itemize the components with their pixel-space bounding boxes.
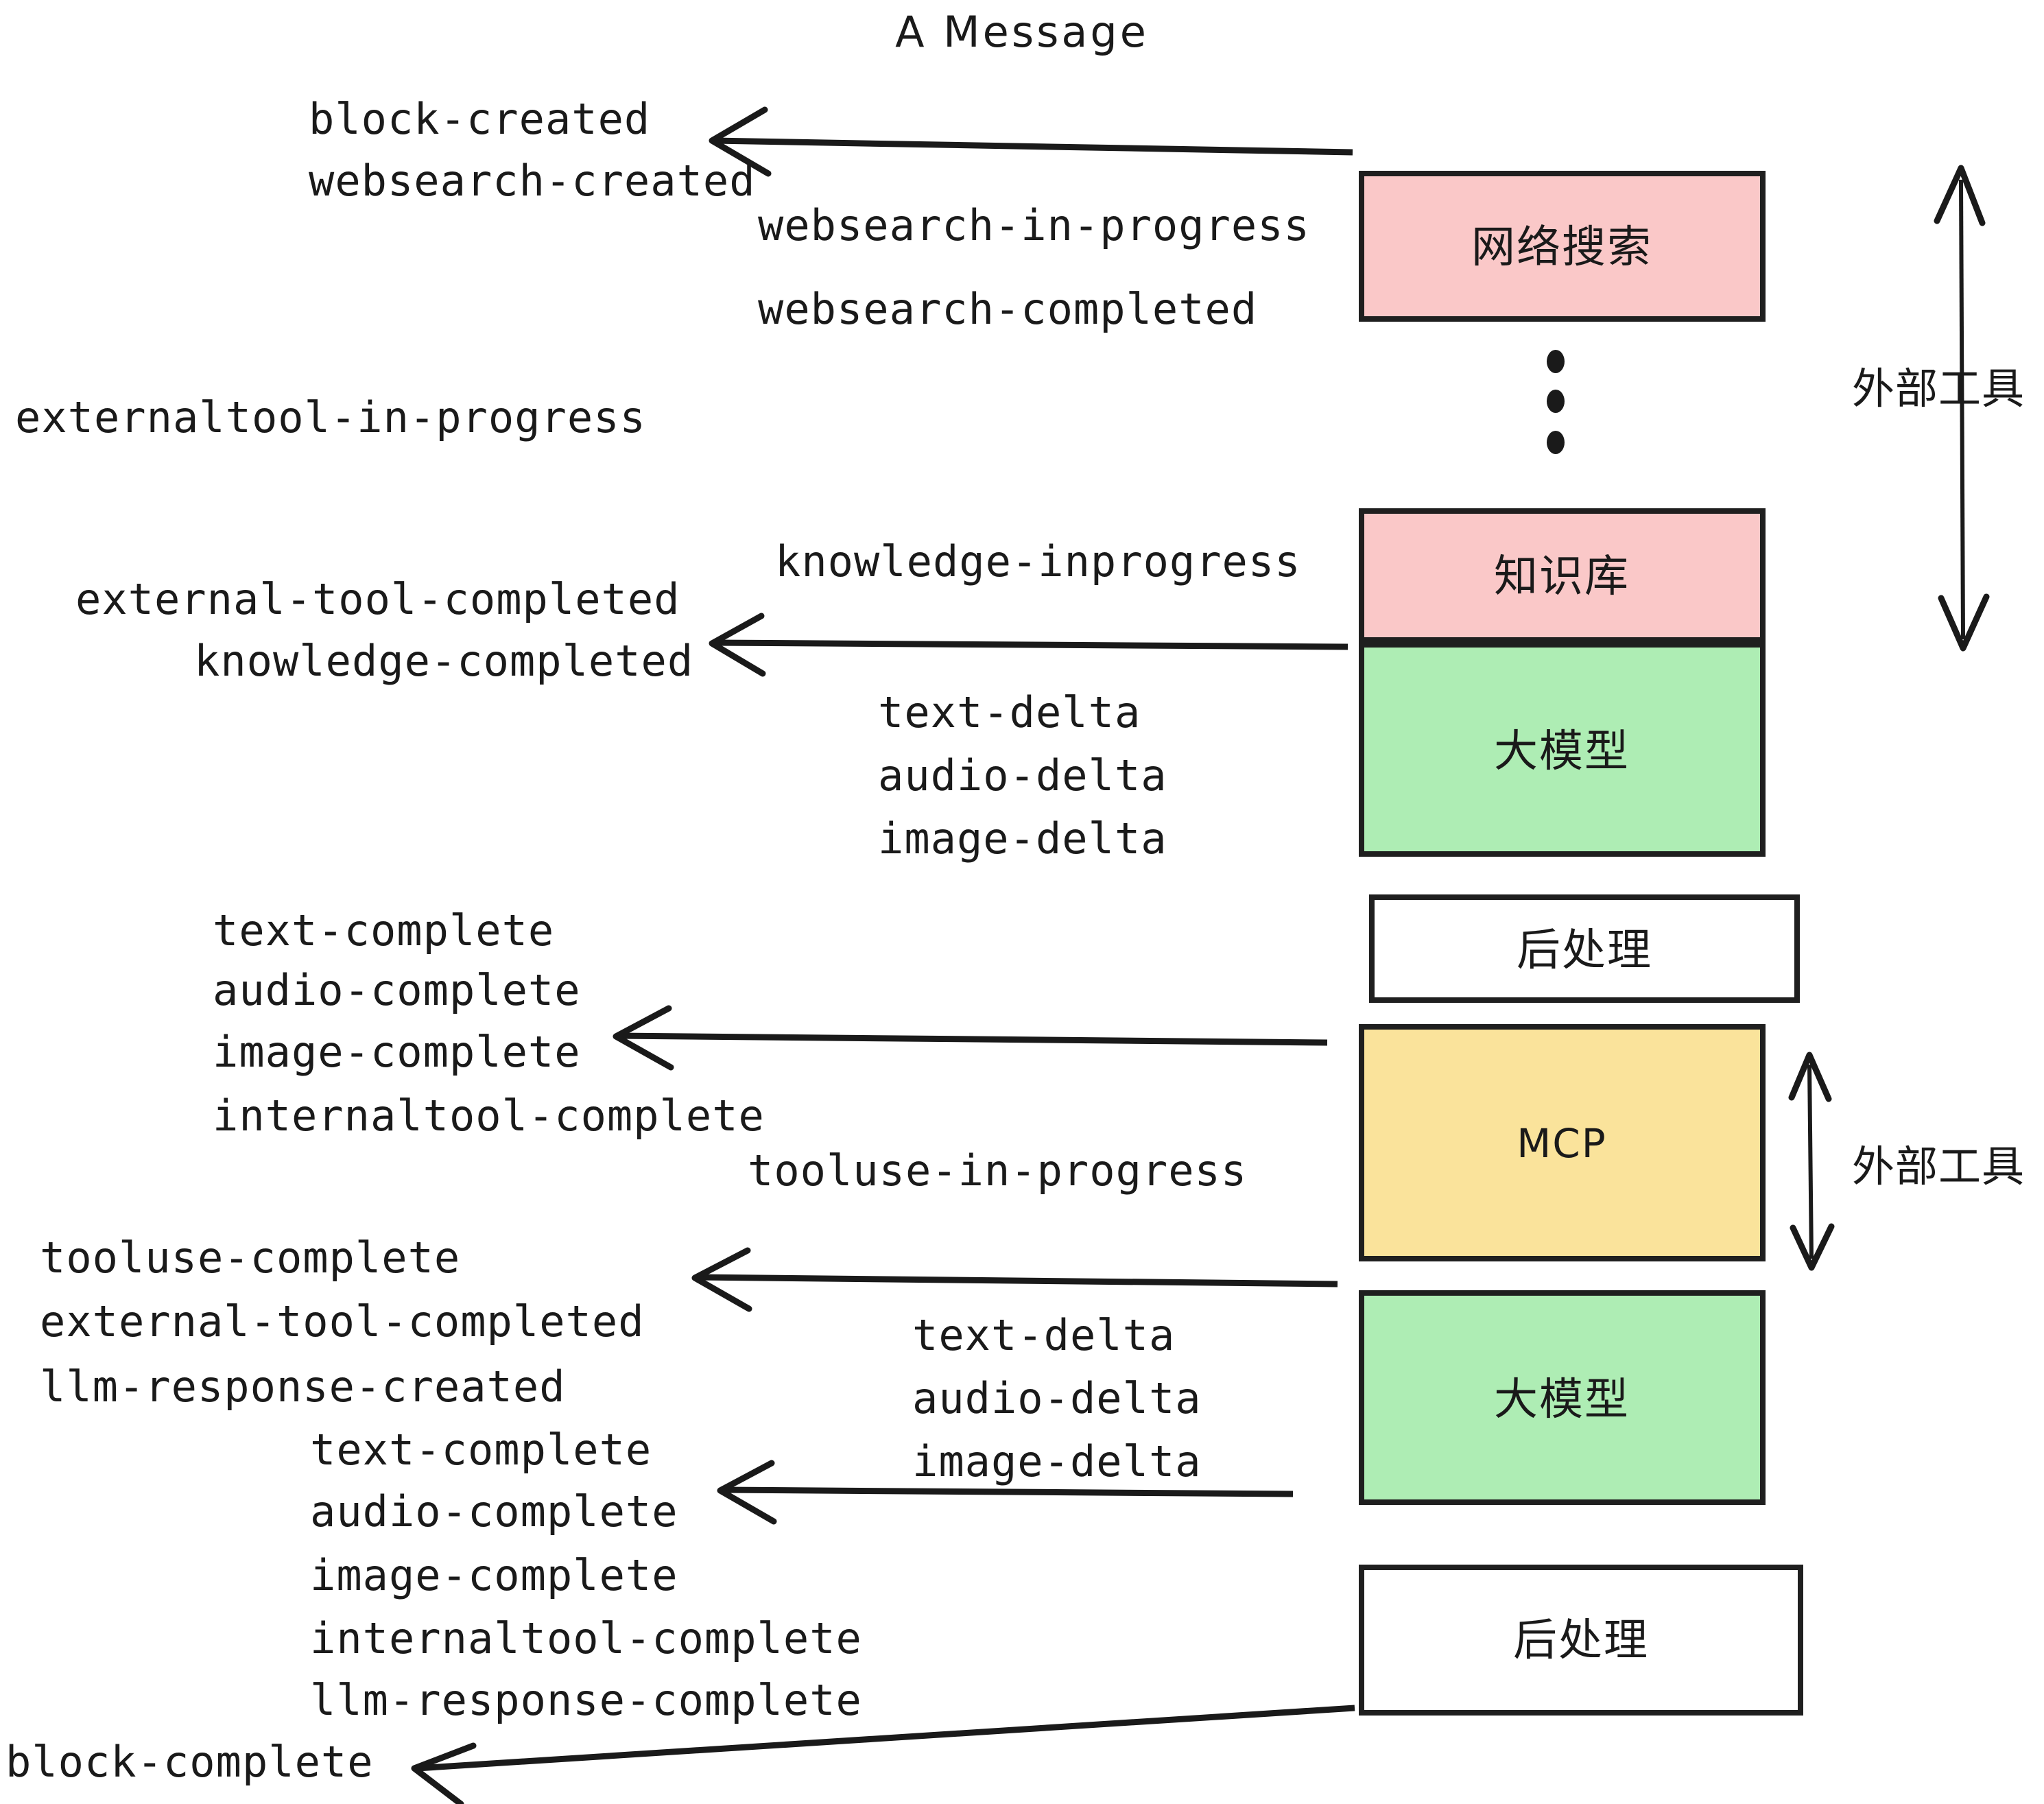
ellipsis-dot-2 [1547,390,1565,413]
box-postprocess-top-label: 后处理 [1517,925,1652,976]
event-knowledge-completed: knowledge-completed [194,636,693,686]
arrow-knowledge-completed [709,613,1348,677]
arrow-block-created [709,106,1353,177]
event-block-created: block-created [309,94,650,144]
event-llm-response-created: llm-response-created [40,1362,566,1412]
event-internaltool-complete-1: internaltool-complete [213,1091,765,1141]
ellipsis-dot-1 [1547,350,1565,373]
event-knowledge-inprogress: knowledge-inprogress [775,536,1301,586]
box-llm-bottom-label: 大模型 [1494,1375,1630,1425]
arrow-audio-complete [717,1460,1294,1525]
box-knowledge-rect[interactable] [1359,508,1766,643]
box-llm-top-rect[interactable] [1359,642,1766,857]
component-boxes: 网络搜索 知识库 大模型 后处理 MCP 大模型 [1359,171,1803,1716]
event-labels: block-created websearch-created websearc… [5,94,1310,1787]
ellipsis-dot-3 [1547,431,1565,454]
event-text-delta-2: text-delta [912,1310,1175,1360]
event-websearch-in-progress: websearch-in-progress [758,200,1310,250]
box-postprocess-bottom-label: 后处理 [1513,1615,1649,1666]
scope-arrowhead-up-top [1934,165,1986,226]
event-websearch-created: websearch-created [309,156,756,206]
event-internaltool-complete-2: internaltool-complete [310,1613,862,1663]
box-postprocess-bottom[interactable]: 后处理 [1359,1565,1803,1716]
box-websearch-label: 网络搜索 [1471,222,1652,273]
box-websearch[interactable]: 网络搜索 [1359,171,1766,322]
side-label-external-tool-top: 外部工具 [1852,364,2025,414]
box-websearch-rect[interactable] [1359,171,1766,322]
event-tooluse-in-progress: tooluse-in-progress [748,1146,1247,1196]
event-websearch-completed: websearch-completed [758,284,1257,334]
box-llm-top-label: 大模型 [1494,726,1630,777]
scope-line-bottom [1807,1064,1814,1259]
event-image-complete-2: image-complete [310,1550,678,1600]
box-mcp[interactable]: MCP [1359,1024,1766,1261]
scope-arrowhead-down-bottom [1790,1223,1835,1271]
event-externaltool-in-progress: externaltool-in-progress [15,392,646,442]
event-image-complete-1: image-complete [213,1027,581,1077]
event-external-tool-completed-2: external-tool-completed [40,1296,645,1346]
side-label-external-tool-bottom: 外部工具 [1852,1141,2025,1191]
event-audio-delta-1: audio-delta [878,750,1167,800]
scope-arrowhead-down-top [1938,593,1990,652]
arrow-block-complete [411,1705,1355,1804]
box-postprocess-top[interactable]: 后处理 [1369,894,1800,1003]
arrow-image-complete [613,1005,1328,1071]
ellipsis-icon [1547,350,1565,454]
event-text-delta-1: text-delta [878,687,1141,737]
event-image-delta-1: image-delta [878,814,1167,864]
box-mcp-label: MCP [1517,1120,1607,1167]
box-llm-bottom-rect[interactable] [1359,1290,1766,1505]
box-llm-top[interactable]: 大模型 [1359,642,1766,857]
event-audio-delta-2: audio-delta [912,1373,1202,1423]
scope-line-top [1959,179,1965,640]
scope-external-tool-top-icon [1934,165,1990,652]
event-external-tool-completed-1: external-tool-completed [75,574,680,624]
box-mcp-rect[interactable] [1359,1024,1766,1261]
event-text-complete-1: text-complete [213,905,554,956]
arrow-tooluse-complete [691,1247,1338,1312]
scope-arrowhead-up-bottom [1788,1052,1832,1102]
event-audio-complete-2: audio-complete [310,1486,678,1536]
event-tooluse-complete: tooluse-complete [40,1233,460,1283]
box-postprocess-bottom-rect[interactable] [1359,1565,1803,1716]
event-text-complete-2: text-complete [310,1425,652,1475]
event-audio-complete-1: audio-complete [213,965,581,1015]
event-llm-response-complete: llm-response-complete [310,1675,862,1725]
diagram-title: A Message [895,7,1149,57]
box-knowledge[interactable]: 知识库 [1359,508,1766,643]
event-image-delta-2: image-delta [912,1436,1202,1486]
box-llm-bottom[interactable]: 大模型 [1359,1290,1766,1505]
scope-external-tool-bottom-icon [1788,1052,1835,1271]
flow-arrows [411,106,1355,1804]
box-knowledge-label: 知识库 [1494,551,1630,602]
box-postprocess-top-rect[interactable] [1369,894,1800,1003]
event-block-complete: block-complete [5,1737,374,1787]
